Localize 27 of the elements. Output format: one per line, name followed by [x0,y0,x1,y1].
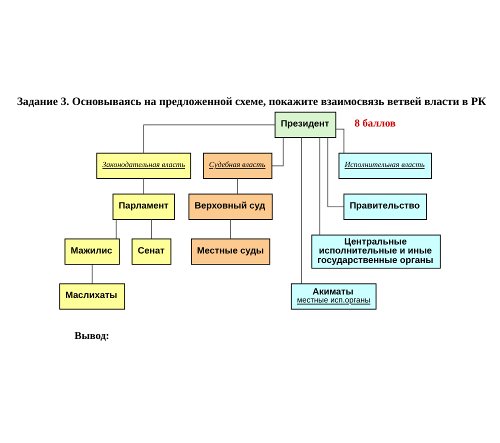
connector [230,218,231,239]
node-box: Местные суды [190,238,270,264]
node-box: Маслихаты [59,282,126,310]
label: 8 баллов [354,118,396,130]
node-box: Судебная власть [202,152,272,178]
connector [92,264,93,284]
connector [319,136,320,235]
connector [143,124,276,153]
node-box: Акиматы местные исп.органы [290,282,376,310]
label: Вывод: [74,330,110,342]
node-box: Исполнительная власть [338,152,432,178]
node-box: Законодательная власть [96,152,192,178]
node-box: Центральные исполнительные и иные государственные органы [311,234,441,268]
connector [116,218,117,239]
connector [143,178,144,194]
connector [336,128,344,153]
node-box: Парламент [112,193,175,220]
connector [327,136,344,207]
node-box: Правительство [344,193,427,220]
node-box: Верховный суд [188,193,273,220]
connector [301,136,302,284]
node-box: Президент [274,111,336,138]
connector [237,178,238,194]
diagram-title: Задание 3. Основываясь на предложенной схеме, покажите взаимосвязь ветвей власти в РК [16,95,486,108]
connector [151,218,152,239]
node-box: Сенат [132,238,172,264]
node-box: Мажилис [64,238,120,264]
